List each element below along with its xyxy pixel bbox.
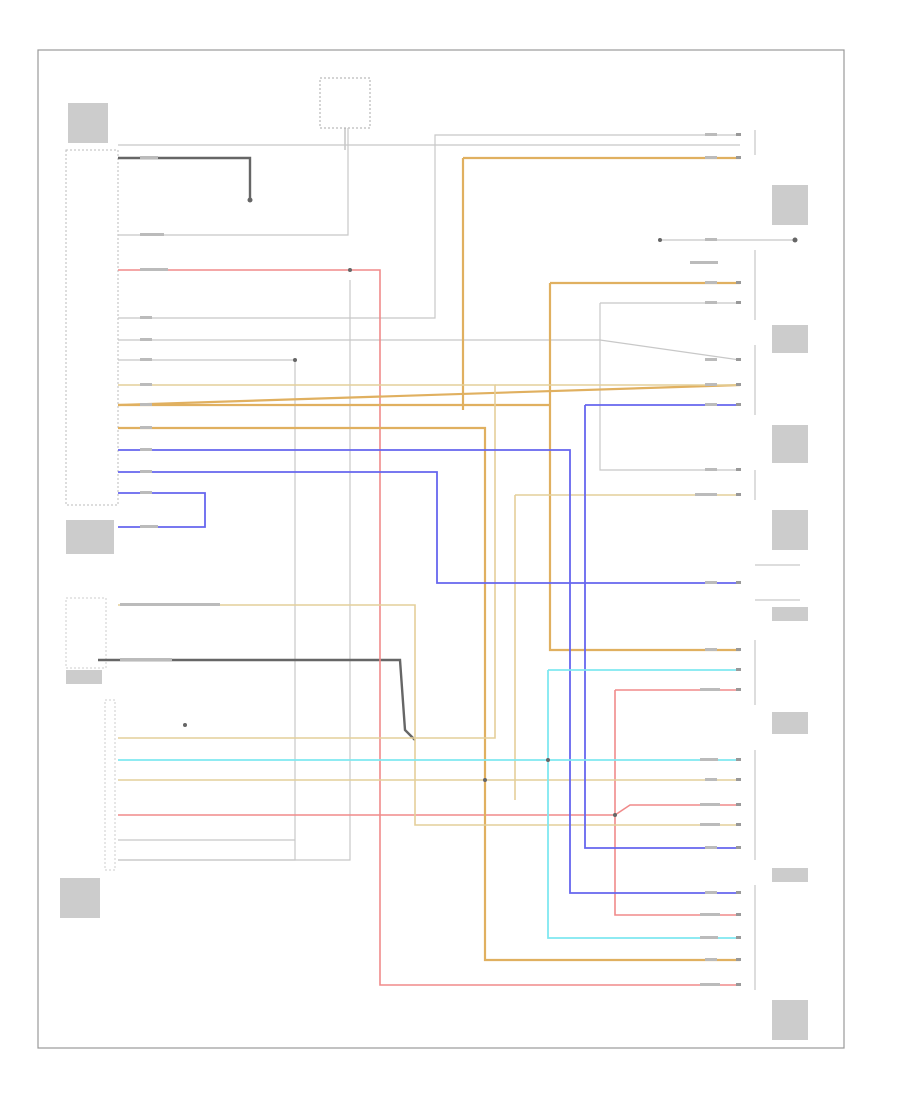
orange-wires	[117, 156, 741, 962]
pin-markers	[736, 133, 741, 986]
left-top-connector	[65, 149, 119, 506]
left-mid-connector	[65, 597, 107, 669]
gray-wires	[118, 128, 795, 861]
left-bottom-connector	[104, 699, 116, 871]
tan-wires	[118, 384, 740, 826]
junction-dots	[183, 197, 798, 817]
center-top-component	[319, 77, 371, 150]
right-component-labels	[772, 185, 808, 1040]
wire-label-blocks	[120, 133, 720, 986]
diagram-frame	[37, 49, 845, 1049]
left-component-labels	[60, 103, 114, 918]
red-wires	[118, 269, 740, 986]
cyan-wires	[118, 669, 740, 939]
blue-wires	[118, 404, 740, 894]
right-connector-brackets	[754, 130, 800, 990]
dark-wire	[98, 156, 416, 741]
